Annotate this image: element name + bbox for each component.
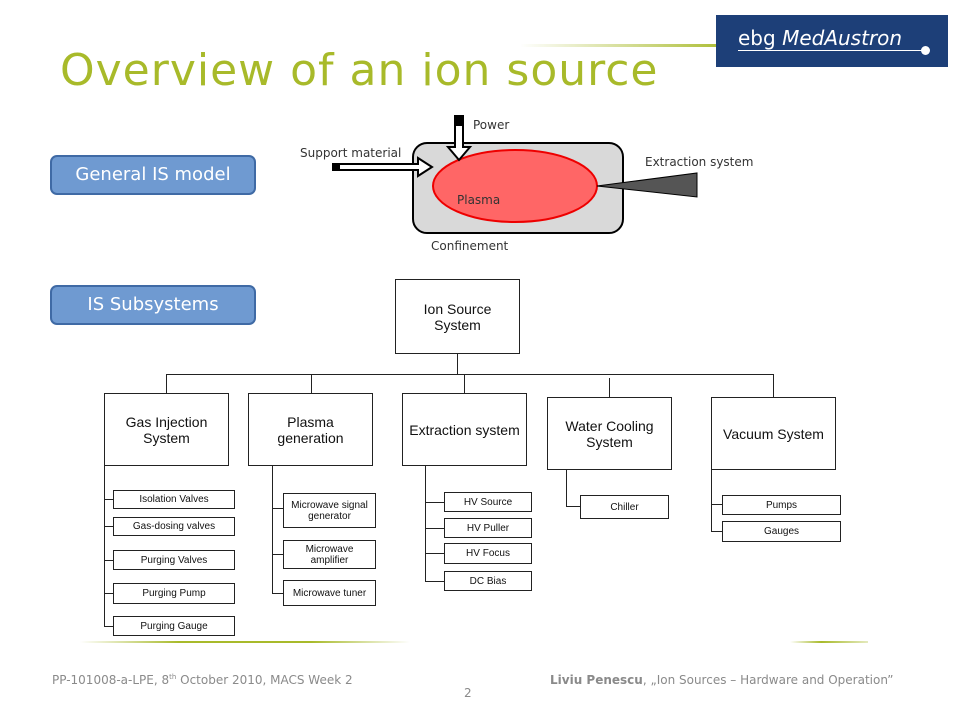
plasma-label: Plasma xyxy=(457,193,501,207)
subsystem-box: DC Bias xyxy=(444,571,532,591)
extraction-system-label: Extraction system xyxy=(645,155,754,169)
tree-connector xyxy=(104,526,113,527)
tree-connector xyxy=(711,504,722,505)
subsystem-box: Chiller xyxy=(580,495,669,519)
tree-connector xyxy=(166,374,773,375)
tree-connector xyxy=(272,466,273,594)
power-label: Power xyxy=(473,118,510,132)
subsystem-box: Microwave amplifier xyxy=(283,540,376,569)
footer-accent-line xyxy=(790,641,868,643)
general-is-model-label: General IS model xyxy=(50,155,256,195)
tree-connector xyxy=(457,354,458,374)
subsystem-box: Isolation Valves xyxy=(113,490,235,509)
logo-prefix: ebg xyxy=(738,26,783,50)
tree-connector xyxy=(272,593,283,594)
subsystem-box: Gas-dosing valves xyxy=(113,517,235,536)
tree-connector xyxy=(104,466,105,627)
system-box-gas-injection: Gas Injection System xyxy=(104,393,229,466)
tree-connector xyxy=(464,374,465,393)
logo-dot xyxy=(921,46,930,55)
tree-root-box: Ion Source System xyxy=(395,279,520,354)
subsystem-box: HV Source xyxy=(444,492,532,512)
tree-connector xyxy=(104,560,113,561)
logo-accent-line xyxy=(520,44,735,47)
plasma-ellipse xyxy=(432,149,598,223)
subsystem-box: Pumps xyxy=(722,495,841,515)
footer-author-name: Liviu Penescu xyxy=(550,673,643,687)
tree-connector xyxy=(311,374,312,393)
subsystem-box: Microwave tuner xyxy=(283,580,376,606)
tree-connector xyxy=(104,626,113,627)
tree-connector xyxy=(566,470,567,507)
tree-connector xyxy=(773,374,774,397)
is-subsystems-label: IS Subsystems xyxy=(50,285,256,325)
tree-connector xyxy=(272,554,283,555)
page-title: Overview of an ion source xyxy=(60,45,659,96)
support-material-label: Support material xyxy=(300,146,402,160)
support-arrow-tail xyxy=(332,163,340,171)
tree-connector xyxy=(425,466,426,582)
subsystem-box: Microwave signal generator xyxy=(283,493,376,528)
subsystem-box: Purging Pump xyxy=(113,583,235,604)
tree-connector xyxy=(104,499,113,500)
footer-talk-title: , „Ion Sources – Hardware and Operation” xyxy=(642,673,894,687)
tree-connector xyxy=(711,531,722,532)
tree-connector xyxy=(166,374,167,393)
tree-connector xyxy=(425,553,444,554)
subsystem-box: HV Focus xyxy=(444,543,532,564)
system-box-extraction: Extraction system xyxy=(402,393,527,466)
tree-connector xyxy=(425,528,444,529)
extraction-cone xyxy=(596,172,698,198)
tree-connector xyxy=(272,508,283,509)
footer-ref-prefix: PP-101008-a-LPE, 8 xyxy=(52,673,170,687)
subsystem-box: Gauges xyxy=(722,521,841,542)
page-number: 2 xyxy=(464,686,472,700)
tree-connector xyxy=(425,502,444,503)
tree-connector xyxy=(711,470,712,532)
subsystem-box: Purging Valves xyxy=(113,550,235,570)
subsystem-box: HV Puller xyxy=(444,518,532,538)
system-box-plasma-generation: Plasma generation xyxy=(248,393,373,466)
system-box-vacuum: Vacuum System xyxy=(711,397,836,470)
logo: ebg MedAustron xyxy=(716,15,948,67)
subsystem-box: Purging Gauge xyxy=(113,616,235,636)
tree-connector xyxy=(566,506,580,507)
power-arrow-head xyxy=(455,116,463,126)
footer-author: Liviu Penescu, „Ion Sources – Hardware a… xyxy=(550,673,894,687)
logo-brand: MedAustron xyxy=(782,26,903,50)
tree-connector xyxy=(104,593,113,594)
footer-reference: PP-101008-a-LPE, 8th October 2010, MACS … xyxy=(52,673,353,687)
tree-connector xyxy=(425,581,444,582)
footer-accent-line xyxy=(80,641,410,643)
system-box-water-cooling: Water Cooling System xyxy=(547,397,672,470)
tree-connector xyxy=(609,378,610,397)
confinement-label: Confinement xyxy=(431,239,509,253)
support-material-arrow xyxy=(333,156,434,178)
footer-ref-sup: th xyxy=(169,673,177,681)
logo-underline xyxy=(738,50,922,51)
footer-ref-suffix: October 2010, MACS Week 2 xyxy=(176,673,353,687)
